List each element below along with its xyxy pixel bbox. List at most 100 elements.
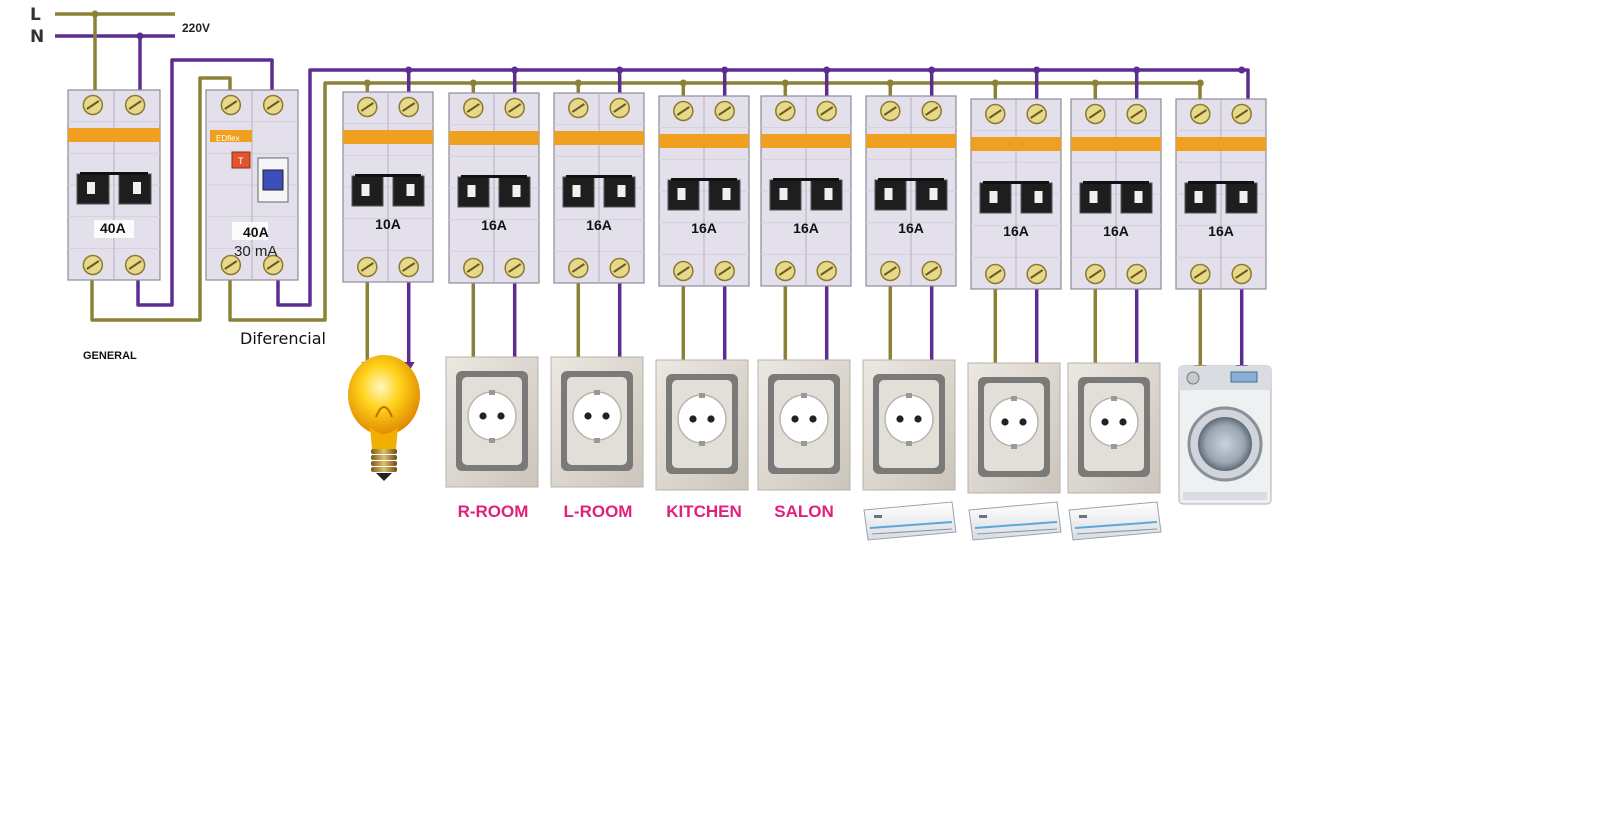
socket-recess xyxy=(884,394,934,444)
socket-earth-clip xyxy=(699,393,705,398)
socket-pin-hole xyxy=(1019,418,1027,426)
socket-pin-hole xyxy=(791,415,799,423)
socket-pin-hole xyxy=(1101,418,1109,426)
circuit-breaker-toggle-left xyxy=(769,179,802,211)
circuit-breaker-screw-top-left-slot xyxy=(360,102,374,112)
air-conditioner-icon xyxy=(863,501,957,541)
ac-display xyxy=(1079,515,1087,518)
main-breaker-screw-top-right-slot xyxy=(128,100,142,110)
circuit-breaker-screw-top-right-slot xyxy=(820,106,834,116)
circuit-breaker-rating: 10A xyxy=(375,216,401,232)
rcd-screw-top-right-slot xyxy=(266,100,280,110)
circuit-breaker-screw-bottom-right-slot xyxy=(1130,269,1144,279)
socket-pin-hole xyxy=(1119,418,1127,426)
circuit-breaker-toggle-window-right xyxy=(1034,191,1043,203)
rcd-brand: EDflex xyxy=(216,134,240,143)
phase-bus-junction xyxy=(574,79,582,87)
circuit-breaker-toggle-window-left xyxy=(361,184,370,196)
ac-louver xyxy=(871,528,953,535)
circuit-breaker-toggle-window-right xyxy=(824,188,833,200)
circuit-breaker-orange-band xyxy=(449,131,539,145)
socket-icon xyxy=(862,359,956,491)
circuit-breaker-screw-bottom-left-slot xyxy=(571,263,585,273)
circuit-breaker-rating: 16A xyxy=(481,217,507,233)
bulb-tip xyxy=(376,473,392,481)
socket-pin-hole xyxy=(479,412,487,420)
circuit-breaker-orange-band xyxy=(761,134,851,148)
neutral-bus-junction xyxy=(511,66,519,74)
socket-pin-hole xyxy=(689,415,697,423)
circuit-breaker-toggle-window-right xyxy=(929,188,938,200)
circuit-breaker-screw-top-left-slot xyxy=(466,103,480,113)
socket-pin-hole xyxy=(602,412,610,420)
circuit-breaker-screw-top-left-slot xyxy=(988,109,1002,119)
circuit-breaker-screw-bottom-right-slot xyxy=(820,266,834,276)
rcd-rating: 40A xyxy=(243,224,269,240)
phase-bus-junction xyxy=(781,79,789,87)
circuit-breaker-screw-top-left-slot xyxy=(778,106,792,116)
circuit-breaker-toggle-window-left xyxy=(884,188,893,200)
circuit-breaker-screw-top-right-slot xyxy=(1030,109,1044,119)
circuit-breaker-orange-band xyxy=(971,137,1061,151)
socket-earth-clip xyxy=(1011,396,1017,401)
circuit-breaker-screw-bottom-right-slot xyxy=(1235,269,1249,279)
voltage-label: 220V xyxy=(182,21,210,35)
rcd-screw-bottom-right-slot xyxy=(266,260,280,270)
circuit-label: SALON xyxy=(774,502,834,521)
circuit-breaker-screw-bottom-right-slot xyxy=(925,266,939,276)
socket-pin-hole xyxy=(1001,418,1009,426)
main-breaker-toggle-window-left xyxy=(87,182,95,194)
phase-bus-junction xyxy=(886,79,894,87)
circuit-breaker-screw-top-right-slot xyxy=(402,102,416,112)
ac-body xyxy=(863,501,957,541)
circuit-breaker-toggle-bar xyxy=(1083,181,1149,184)
socket-recess xyxy=(1089,397,1139,447)
circuit-breaker-toggle-window-left xyxy=(677,188,686,200)
socket-recess xyxy=(467,391,517,441)
circuit-breaker-orange-band xyxy=(554,131,644,145)
ac-display xyxy=(874,515,882,518)
socket-recess xyxy=(779,394,829,444)
socket-icon xyxy=(757,359,851,491)
circuit-breaker-orange-band xyxy=(343,130,433,144)
circuit-breaker-toggle-window-left xyxy=(779,188,788,200)
neutral-bus-junction xyxy=(721,66,729,74)
circuit-breaker-screw-top-left-slot xyxy=(1088,109,1102,119)
circuit-breaker-screw-top-left-slot xyxy=(1193,109,1207,119)
circuit-breaker-toggle-bar xyxy=(1188,181,1254,184)
neutral-bus-junction xyxy=(928,66,936,74)
circuit-breaker-toggle-right xyxy=(810,179,843,211)
phase-bus-junction xyxy=(363,79,371,87)
circuit-breaker-rating: 16A xyxy=(793,220,819,236)
bulb-base-ring xyxy=(371,455,397,460)
bulb-base-ring xyxy=(371,461,397,466)
circuit-breaker-toggle-bar xyxy=(461,175,527,178)
socket-earth-clip xyxy=(906,393,912,398)
circuit-breaker-screw-top-right-slot xyxy=(1235,109,1249,119)
socket-icon xyxy=(655,359,749,491)
main-breaker-screw-bottom-right-slot xyxy=(128,260,142,270)
circuit-breaker-screw-bottom-left-slot xyxy=(883,266,897,276)
circuit-label: L-ROOM xyxy=(564,502,633,521)
circuit-breaker-screw-top-left-slot xyxy=(676,106,690,116)
main-breaker-toggle-window-right xyxy=(133,182,141,194)
neutral-bus-junction xyxy=(616,66,624,74)
circuit-breaker-screw-bottom-right-slot xyxy=(613,263,627,273)
socket-icon xyxy=(967,362,1061,494)
circuit-breaker-toggle-window-left xyxy=(989,191,998,203)
circuit-breaker-toggle-bar xyxy=(878,178,944,181)
rcd-sensitivity: 30 mA xyxy=(234,243,277,260)
ac-louver xyxy=(976,528,1058,535)
circuit-breaker-toggle-bar xyxy=(355,174,421,177)
circuit-breaker-orange-band xyxy=(1071,137,1161,151)
phase-bus-junction xyxy=(679,79,687,87)
socket-earth-clip xyxy=(1111,444,1117,449)
circuit-breaker-toggle-window-right xyxy=(1134,191,1143,203)
circuit-breaker-toggle-window-right xyxy=(406,184,415,196)
neutral-junction xyxy=(136,32,144,40)
rcd-toggle xyxy=(262,169,284,191)
socket-recess xyxy=(572,391,622,441)
rcd-neutral-bus-wire xyxy=(276,68,1250,307)
